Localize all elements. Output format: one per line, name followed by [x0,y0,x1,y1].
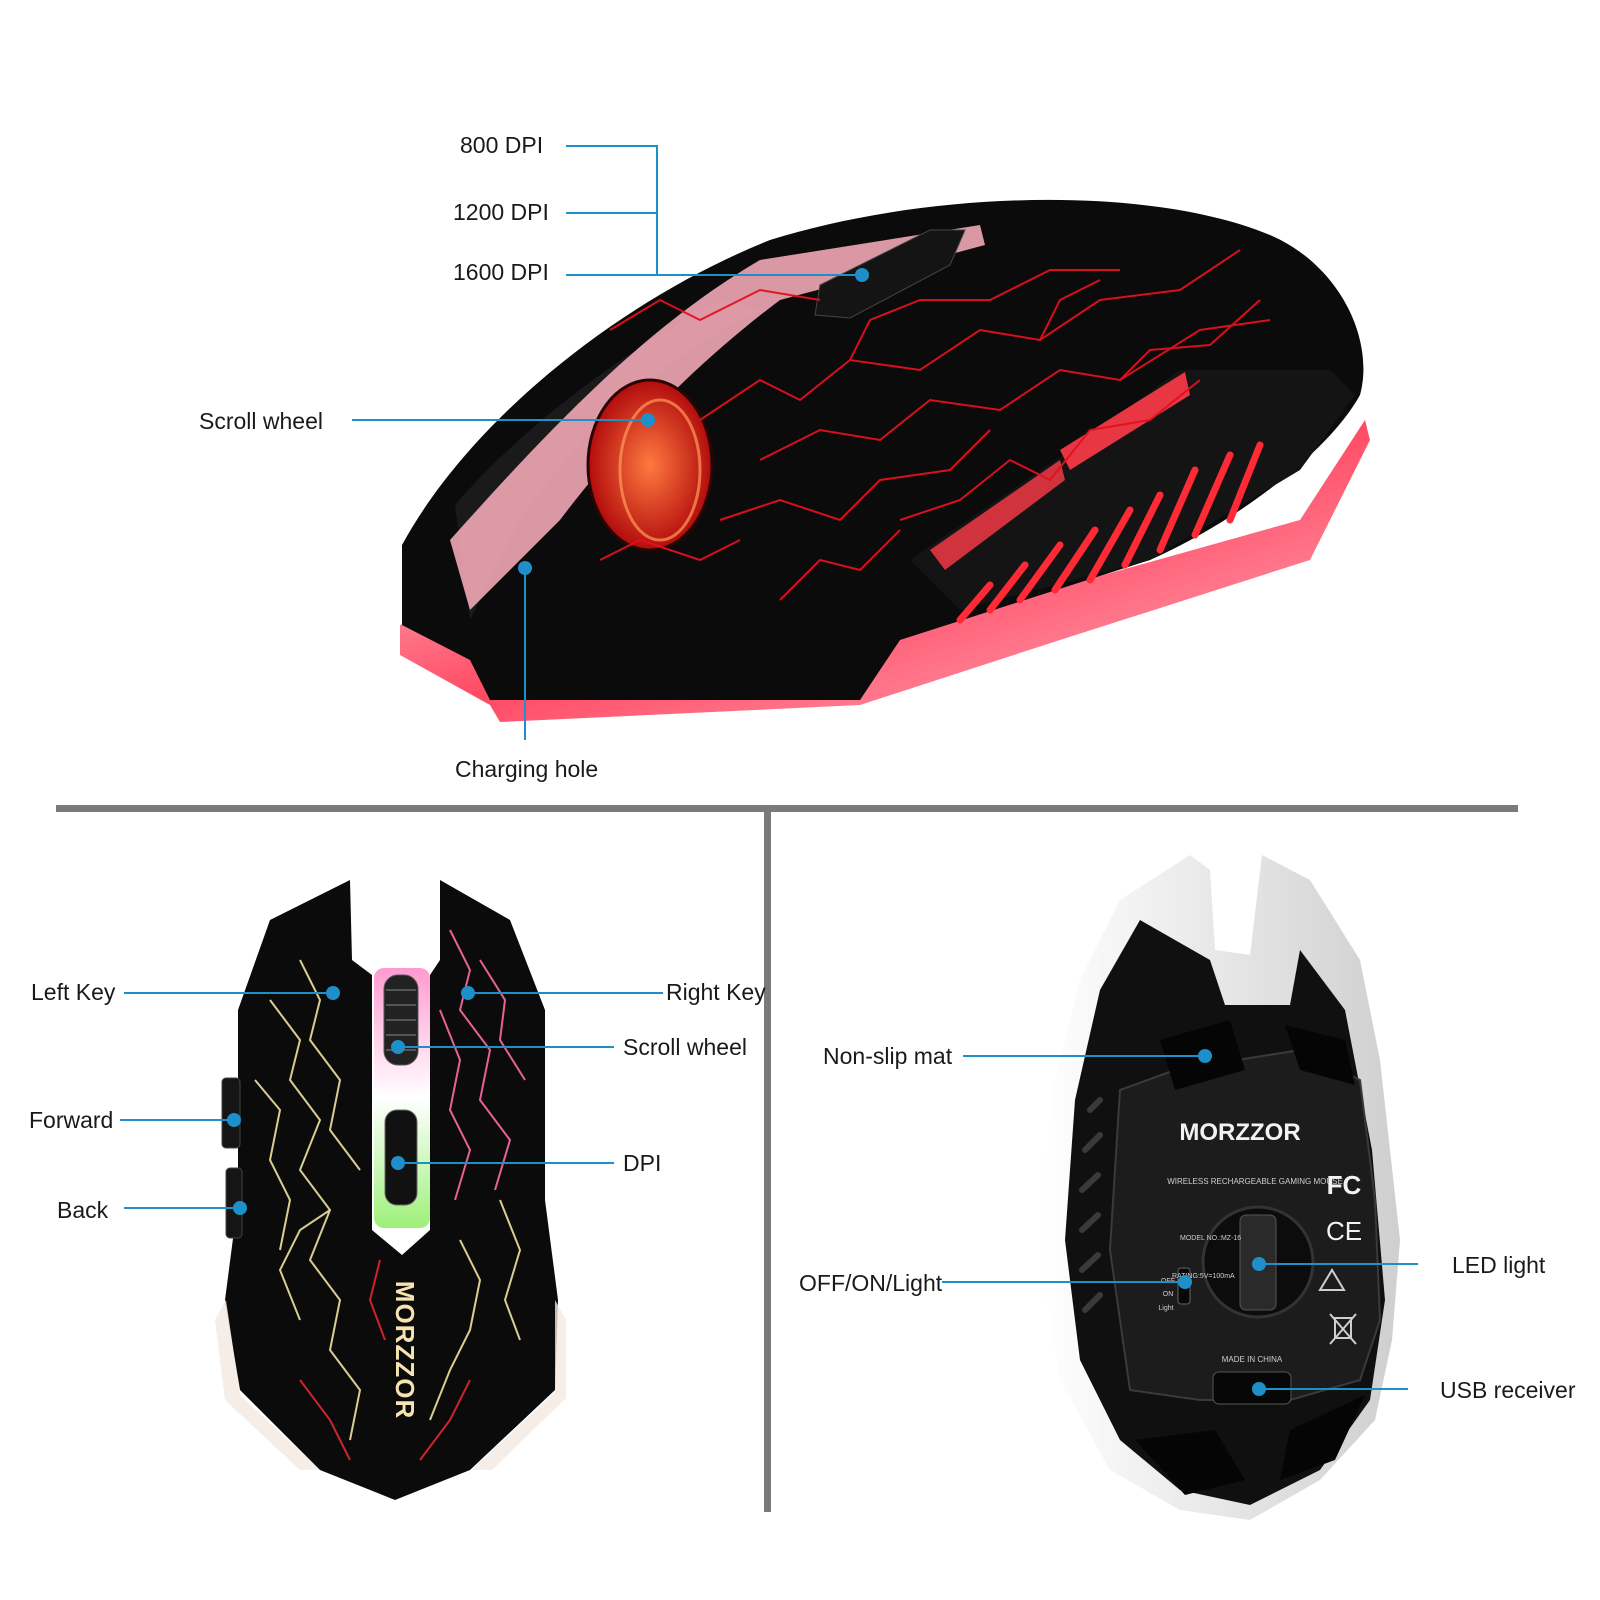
bottom-brand-text: MORZZOR [1179,1119,1300,1146]
recycle-icon [1318,1268,1346,1291]
dpi-marker [855,268,869,282]
dpi-1200-label: 1200 DPI [453,199,549,225]
product-line-text: WIRELESS RECHARGEABLE GAMING MOUSE [1167,1177,1343,1186]
horizontal-divider [56,805,1518,812]
made-in-text: MADE IN CHINA [1222,1355,1283,1364]
non-slip-mat-label: Non-slip mat [823,1043,953,1069]
led-light-label: LED light [1452,1252,1546,1278]
ce-mark-icon: CE [1326,1216,1362,1246]
back-label: Back [57,1197,109,1223]
top-view-markers [227,986,475,1215]
model-text: MODEL NO.:MZ-16 [1180,1235,1241,1242]
switch-light-text: Light [1158,1305,1173,1312]
left-key-label: Left Key [31,979,116,1005]
scroll-wheel-marker [641,413,655,427]
back-marker [233,1201,247,1215]
switch-on-text: ON [1163,1291,1174,1298]
off-on-light-label: OFF/ON/Light [799,1270,943,1296]
dpi-800-label: 800 DPI [460,132,544,158]
forward-marker [227,1113,241,1127]
scroll-wheel-label: Scroll wheel [199,408,323,434]
bottom-view-mouse: MORZZOR WIRELESS RECHARGEABLE GAMING MOU… [1040,855,1400,1520]
dpi-marker [391,1156,405,1170]
side-view-mouse [400,199,1370,722]
right-key-marker [461,986,475,1000]
non-slip-mat-marker [1198,1049,1212,1063]
left-key-marker [326,986,340,1000]
top-view-leader-lines [120,992,663,1209]
charging-hole-marker [518,561,532,575]
scroll-wheel-marker [391,1040,405,1054]
forward-button[interactable] [221,1077,241,1149]
front-scroll-wheel-label: Scroll wheel [623,1034,747,1060]
switch-marker [1178,1275,1192,1289]
usb-receiver-label: USB receiver [1440,1377,1576,1403]
vertical-divider [764,812,771,1512]
top-brand-text: MORZZOR [390,1281,420,1419]
rating-text: RATING:5V=100mA [1172,1273,1235,1280]
dpi-label: DPI [623,1150,662,1176]
fcc-mark-icon: FC [1327,1170,1362,1200]
side-view-leader-lines [352,145,862,740]
bottom-view-markers [1178,1049,1266,1396]
dpi-1600-label: 1600 DPI [453,259,549,285]
right-key-label: Right Key [666,979,766,1005]
led-light-marker [1252,1257,1266,1271]
top-view-mouse: MORZZOR [215,880,566,1500]
forward-label: Forward [29,1107,114,1133]
bottom-view-leader-lines [942,1055,1418,1390]
side-view-markers [518,268,869,575]
weee-bin-icon [1329,1313,1357,1345]
usb-receiver-marker [1252,1382,1266,1396]
charging-hole-label: Charging hole [455,756,599,782]
